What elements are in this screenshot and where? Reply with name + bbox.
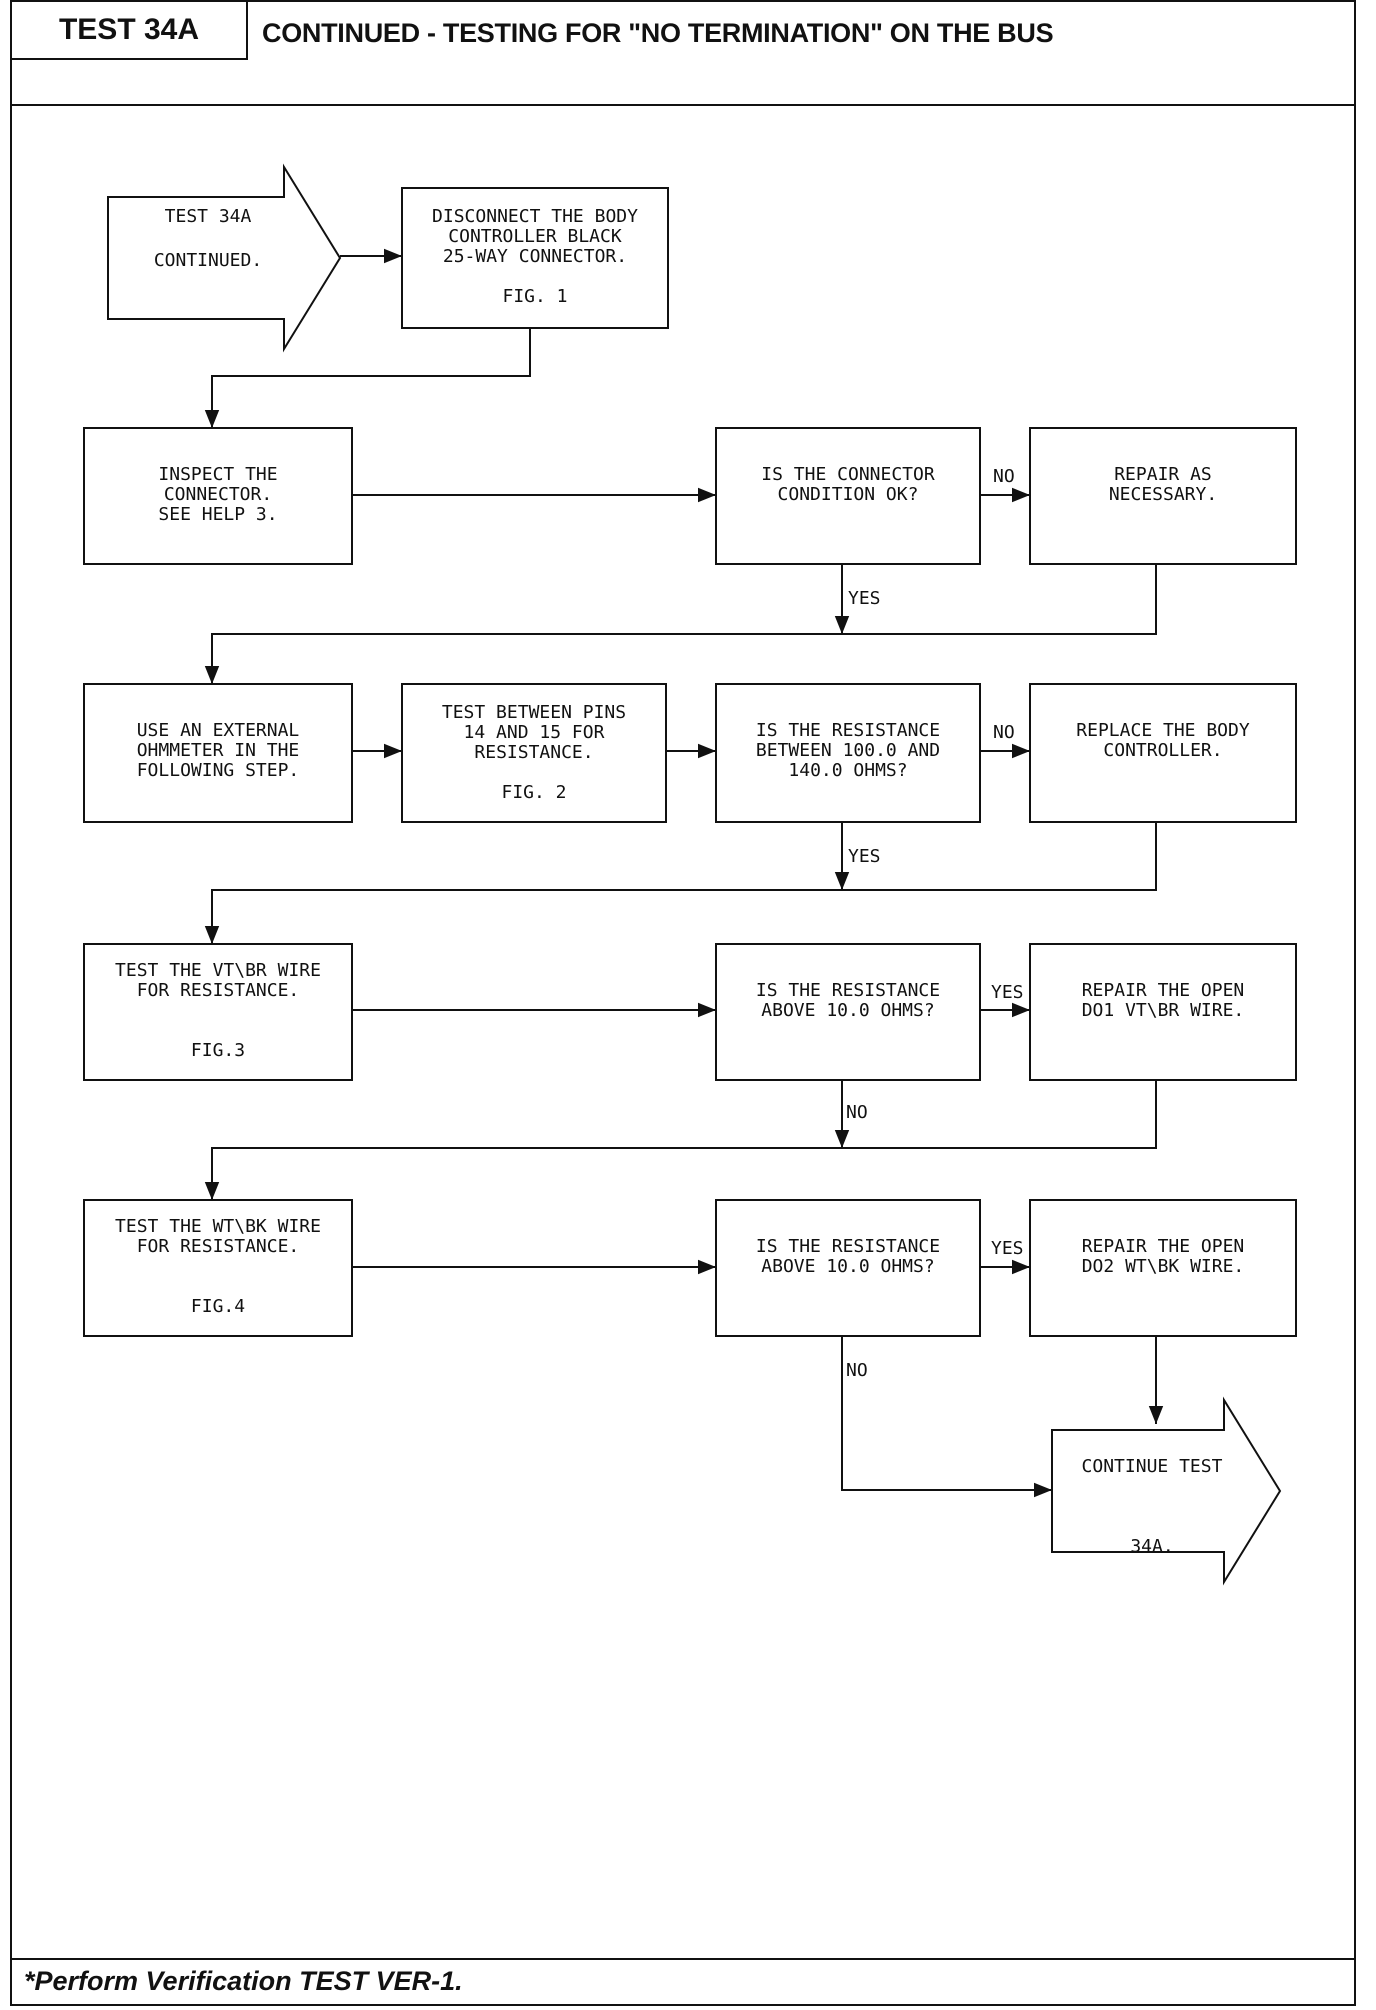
repair-do2-box — [1029, 1199, 1297, 1337]
label-no1: NO — [993, 466, 1015, 487]
repair-nec-line-1: REPAIR AS — [1114, 464, 1212, 485]
test-vtbr-line-1: TEST THE VT\BR WIRE — [115, 960, 321, 981]
footer-divider — [12, 1958, 1354, 1960]
test-id-box: TEST 34A — [12, 2, 248, 60]
end-line-1: CONTINUE TEST — [1082, 1456, 1223, 1477]
test-pins-line-2: 14 AND 15 FOR — [464, 722, 605, 743]
test-wtbk-line-2: FOR RESISTANCE. — [137, 1236, 300, 1257]
replace-controller-box — [1029, 683, 1297, 823]
test-pins-line-3: RESISTANCE. — [474, 742, 593, 763]
end-line-3: 34A. — [1130, 1536, 1173, 1557]
disconnect-line-5: FIG. 1 — [502, 286, 567, 307]
disconnect-line-1: DISCONNECT THE BODY — [432, 206, 638, 227]
disconnect-box — [401, 187, 669, 329]
test-vtbr-line-5: FIG.3 — [191, 1040, 245, 1061]
q-above-2-no — [841, 1336, 1052, 1498]
disconnect-to-inspect — [204, 328, 531, 428]
test-wtbk-box — [83, 1199, 353, 1337]
test-pins-line-1: TEST BETWEEN PINS — [442, 702, 626, 723]
ohmmeter-line-2: OHMMETER IN THE — [137, 740, 300, 761]
test-pins-line-5: FIG. 2 — [501, 782, 566, 803]
ohmmeter-line-3: FOLLOWING STEP. — [137, 760, 300, 781]
q-connector-line-2: CONDITION OK? — [778, 484, 919, 505]
start-shape — [107, 163, 342, 353]
footer-note: *Perform Verification TEST VER-1. — [24, 1966, 463, 1996]
repair-do1-line-2: DO1 VT\BR WIRE. — [1082, 1000, 1245, 1021]
repair-do2-line-2: DO2 WT\BK WIRE. — [1082, 1256, 1245, 1277]
label-no3: NO — [846, 1102, 868, 1123]
q-resistance-range-line-2: BETWEEN 100.0 AND — [756, 740, 940, 761]
label-yes4: YES — [991, 1238, 1024, 1259]
test-wtbk-line-5: FIG.4 — [191, 1296, 245, 1317]
disconnect-line-2: CONTROLLER BLACK — [448, 226, 622, 247]
ohmmeter-box — [83, 683, 353, 823]
q-above-2-line-1: IS THE RESISTANCE — [756, 1236, 940, 1257]
q-above-2-line-2: ABOVE 10.0 OHMS? — [761, 1256, 934, 1277]
test-vtbr-line-2: FOR RESISTANCE. — [137, 980, 300, 1001]
label-yes2: YES — [848, 846, 881, 867]
q-above-1-line-2: ABOVE 10.0 OHMS? — [761, 1000, 934, 1021]
header-divider — [12, 104, 1354, 106]
test-wtbk-line-1: TEST THE WT\BK WIRE — [115, 1216, 321, 1237]
ohmmeter-line-1: USE AN EXTERNAL — [137, 720, 300, 741]
start-line-1: TEST 34A — [165, 206, 252, 227]
label-no2: NO — [993, 722, 1015, 743]
q-connector-box — [715, 427, 981, 565]
inspect-line-3: SEE HELP 3. — [158, 504, 277, 525]
flowchart-page: TEST 34A CONTINUED - TESTING FOR "NO TER… — [10, 0, 1356, 2006]
label-yes1: YES — [848, 588, 881, 609]
label-no4: NO — [846, 1360, 868, 1381]
label-yes3: YES — [991, 982, 1024, 1003]
flow-labels: NO YES NO YES YES NO YES NO — [846, 466, 1024, 1381]
q-above-2-box — [715, 1199, 981, 1337]
flow-connectors — [204, 248, 1164, 1498]
replace-controller-line-1: REPLACE THE BODY — [1076, 720, 1250, 741]
q-resistance-range-box — [715, 683, 981, 823]
q-connector-line-1: IS THE CONNECTOR — [761, 464, 935, 485]
start-line-3: CONTINUED. — [154, 250, 262, 271]
row4-to-test-wtbk — [204, 1080, 1157, 1200]
page-title: CONTINUED - TESTING FOR "NO TERMINATION"… — [262, 18, 1054, 48]
inspect-line-1: INSPECT THE — [158, 464, 277, 485]
inspect-line-2: CONNECTOR. — [164, 484, 272, 505]
test-id: TEST 34A — [58, 13, 200, 46]
row3-to-test-vtbr — [204, 822, 1157, 944]
disconnect-line-3: 25-WAY CONNECTOR. — [443, 246, 627, 267]
repair-do1-box — [1029, 943, 1297, 1081]
inspect-box — [83, 427, 353, 565]
q-resistance-range-line-3: 140.0 OHMS? — [788, 760, 907, 781]
replace-controller-line-2: CONTROLLER. — [1103, 740, 1222, 761]
end-shape — [1051, 1396, 1282, 1586]
repair-nec-line-2: NECESSARY. — [1109, 484, 1217, 505]
repair-nec-box — [1029, 427, 1297, 565]
repair-do1-line-1: REPAIR THE OPEN — [1082, 980, 1245, 1001]
q-resistance-range-line-1: IS THE RESISTANCE — [756, 720, 940, 741]
q-above-1-box — [715, 943, 981, 1081]
test-vtbr-box — [83, 943, 353, 1081]
test-pins-box — [401, 683, 667, 823]
row2-to-ohmmeter — [204, 564, 1157, 684]
repair-do2-line-1: REPAIR THE OPEN — [1082, 1236, 1245, 1257]
q-above-1-line-1: IS THE RESISTANCE — [756, 980, 940, 1001]
